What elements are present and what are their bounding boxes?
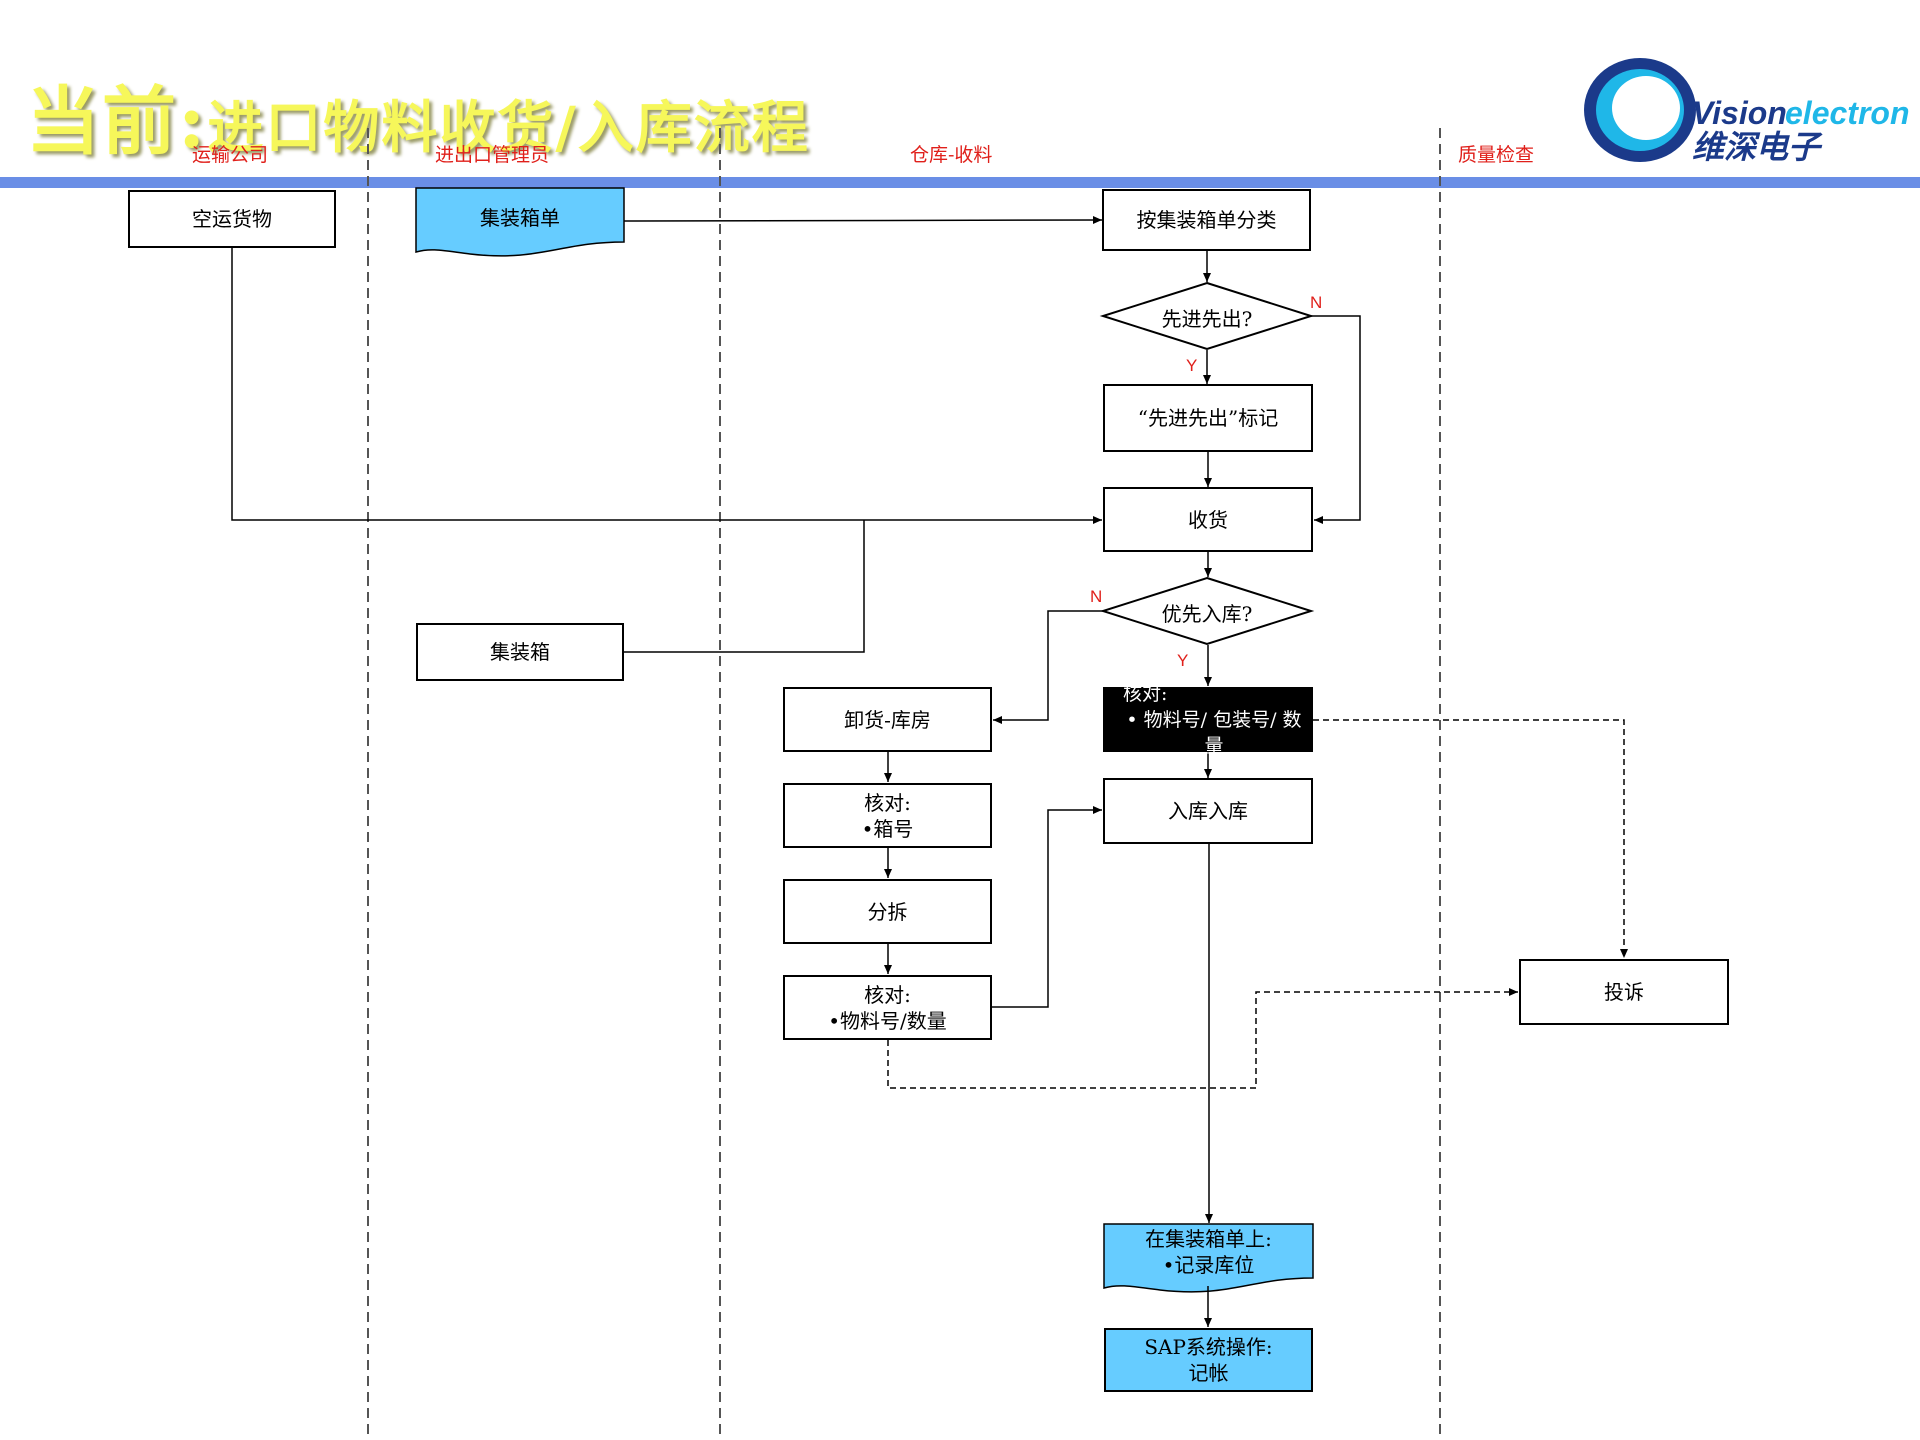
header-divider-bar — [0, 177, 1920, 188]
logo-ring-inner — [1612, 76, 1680, 140]
node-store-label: 入库入库 — [1168, 799, 1248, 823]
arrow-list-to-sort — [623, 216, 1103, 225]
node-container-list-label: 集装箱单 — [480, 206, 560, 230]
node-fifo-mark-label: “先进先出”标记 — [1137, 406, 1279, 430]
arrow-fifo-no — [1311, 315, 1361, 524]
node-record-location-label: 在集装箱单上: •记录库位 — [1104, 1226, 1313, 1278]
node-store: 入库入库 — [1103, 778, 1313, 844]
node-split-label: 分拆 — [867, 899, 908, 924]
priority-yes-label: Y — [1177, 651, 1189, 670]
node-check-box-number: 核对: •箱号 — [783, 783, 992, 848]
logo-text-cn: 维深电子 — [1692, 128, 1823, 166]
node-unload-warehouse: 卸货-库房 — [783, 687, 992, 752]
node-complaint-label: 投诉 — [1604, 980, 1644, 1004]
lane-label-import-admin: 进出口管理员 — [435, 144, 550, 166]
node-check-material-qty: 核对: •物料号/数量 — [783, 975, 992, 1040]
node-sap-line2: 记帐 — [1188, 1361, 1229, 1385]
lane-label-quality: 质量检查 — [1458, 144, 1535, 166]
node-receive-label: 收货 — [1188, 507, 1228, 532]
node-check-material-line2: •物料号/数量 — [828, 1008, 947, 1033]
arrow-priority-no — [993, 610, 1103, 724]
title-text: 进口物料收货/入库流程 — [207, 95, 810, 161]
node-fifo-mark: “先进先出”标记 — [1103, 384, 1313, 452]
node-complaint: 投诉 — [1519, 959, 1729, 1025]
fifo-yes-label: Y — [1186, 356, 1198, 375]
node-sort-by-list: 按集装箱单分类 — [1102, 189, 1311, 251]
dashed-arrow-check-to-complaint — [1313, 719, 1628, 958]
node-check-material-line1: 核对: — [864, 982, 911, 1007]
node-sap-line1: SAP系统操作: — [1144, 1335, 1273, 1359]
node-receive: 收货 — [1103, 487, 1313, 552]
fifo-no-label: N — [1310, 293, 1323, 312]
node-check-dark-line2: • 物料号/ 包装号/ 数量 — [1126, 708, 1302, 757]
container-list-shape — [415, 187, 625, 257]
arrow-check-to-store-2 — [992, 806, 1102, 1008]
lane-label-transport: 运输公司 — [192, 144, 269, 166]
node-split: 分拆 — [783, 879, 992, 944]
node-record-line1: 在集装箱单上: — [1145, 1227, 1272, 1251]
dashed-arrow-material-to-complaint — [887, 988, 1518, 1089]
lane-label-warehouse: 仓库-收料 — [910, 144, 993, 166]
record-location-shape — [1103, 1223, 1314, 1293]
company-logo: Vision electron 维深电子 — [1584, 58, 1909, 166]
node-container-label: 集装箱 — [490, 640, 550, 664]
title-prefix: 当前: — [26, 79, 208, 165]
fifo-decision-shape — [1099, 281, 1315, 351]
node-air-cargo: 空运货物 — [128, 190, 336, 248]
node-sap-posting: SAP系统操作: 记帐 — [1104, 1328, 1313, 1392]
node-unload-label: 卸货-库房 — [844, 707, 931, 732]
node-record-line2: •记录库位 — [1162, 1253, 1255, 1277]
slide-title: 当前:进口物料收货/入库流程 — [26, 62, 810, 169]
node-check-box-line1: 核对: — [864, 790, 911, 815]
node-sort-by-list-label: 按集装箱单分类 — [1136, 208, 1277, 232]
node-check-box-line2: •箱号 — [861, 816, 914, 841]
priority-no-label: N — [1090, 587, 1103, 606]
node-check-dark-line1: 核对: — [1123, 682, 1168, 705]
node-priority-question-label: 优先入库? — [1161, 602, 1253, 626]
node-container: 集装箱 — [416, 623, 624, 681]
node-air-cargo-label: 空运货物 — [192, 207, 272, 231]
arrow-cargo-to-receive — [231, 248, 1102, 524]
node-fifo-question-label: 先进先出? — [1161, 307, 1253, 331]
priority-decision-shape — [1099, 576, 1315, 646]
logo-text-vision: Vision — [1692, 95, 1787, 131]
logo-text-electron: electron — [1785, 95, 1909, 131]
node-check-material-package-qty: 核对: • 物料号/ 包装号/ 数量 — [1103, 683, 1313, 757]
line-container-to-receive — [624, 520, 865, 653]
